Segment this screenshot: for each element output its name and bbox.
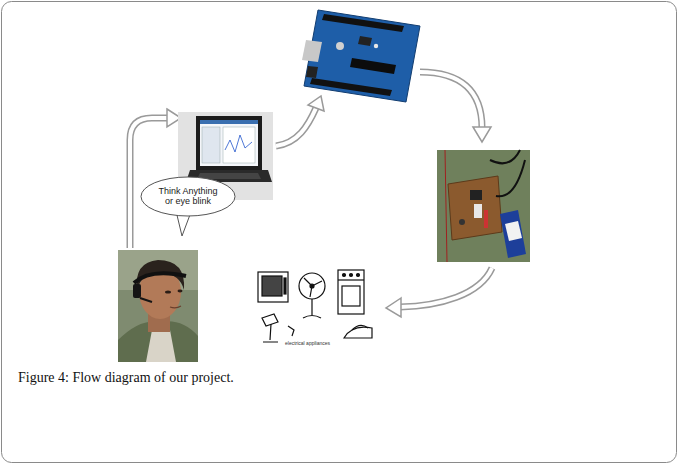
bubble-text: Think Anything or eye blink [156,186,220,207]
sketch-label: electrical appliances [285,340,330,346]
speech-bubble: Think Anything or eye blink [140,176,236,217]
circuit-photo [437,150,530,262]
person-photo [118,250,198,362]
arduino-board-photo [302,10,420,102]
appliances-sketch [258,270,372,342]
figure-caption: Figure 4: Flow diagram of our project. [18,370,234,386]
